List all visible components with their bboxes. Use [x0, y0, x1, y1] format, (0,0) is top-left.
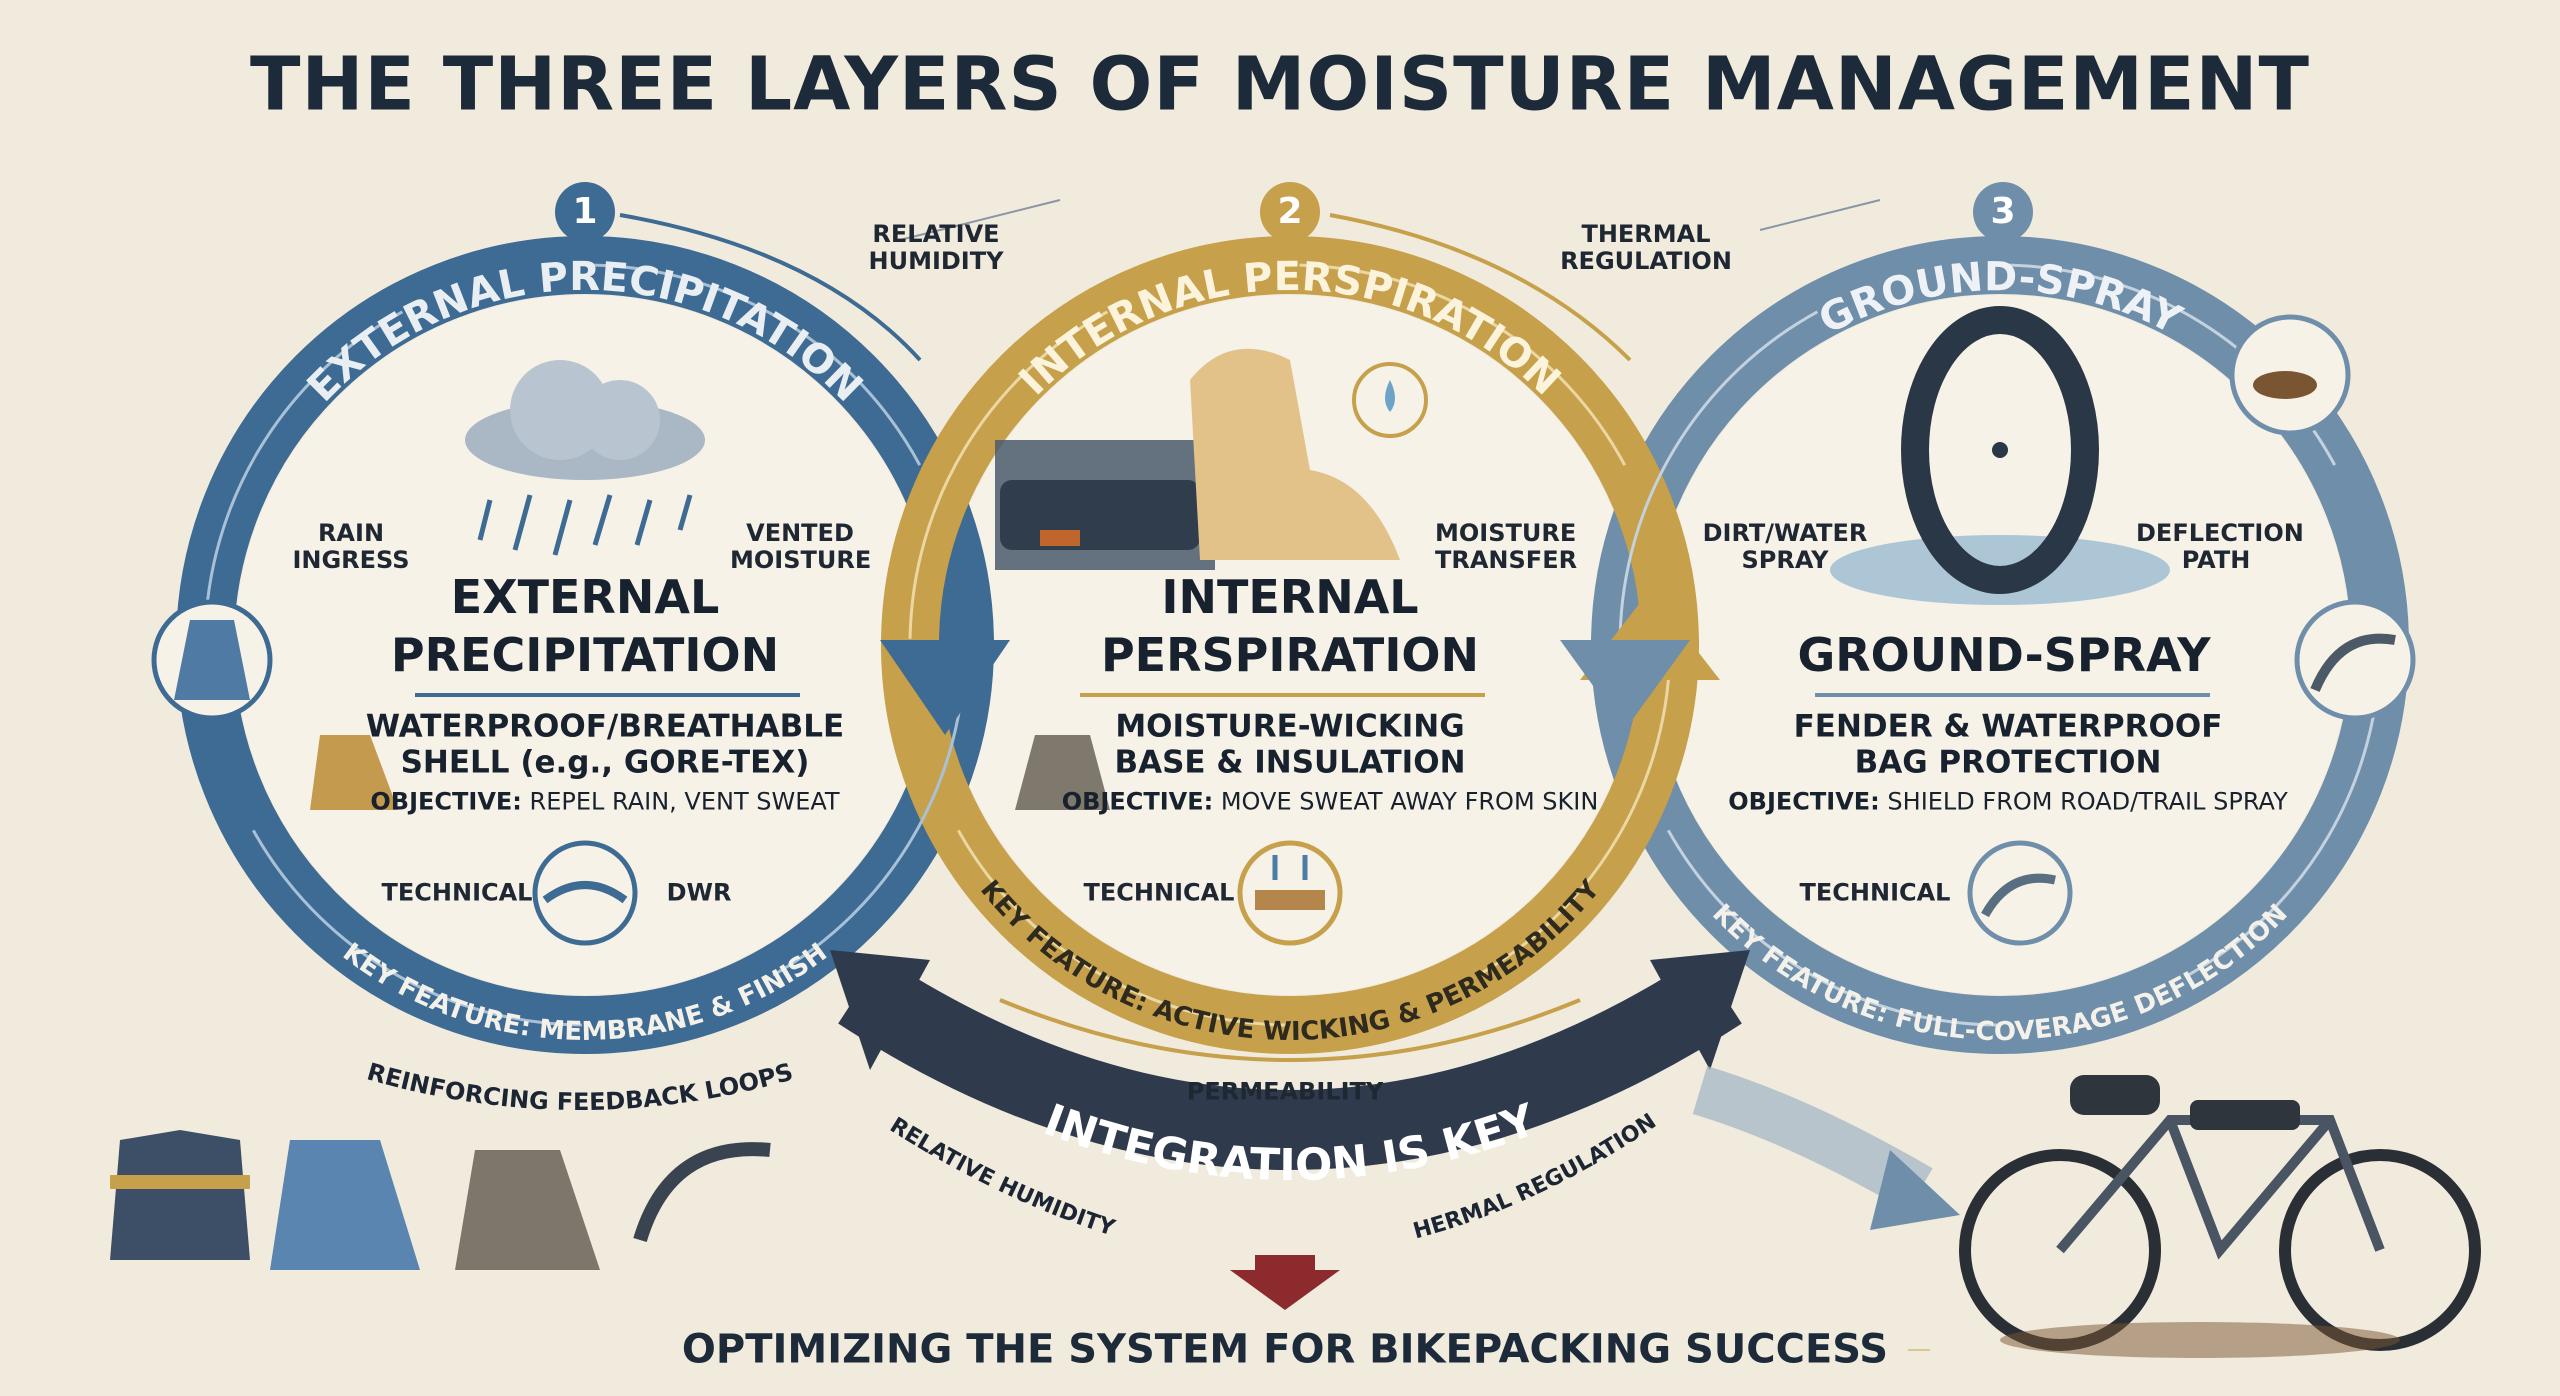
layer-2-sub-line1: MOISTURE-WICKING — [1115, 708, 1465, 745]
layer-3-heading: GROUND-SPRAY — [1797, 628, 2211, 683]
badge-1-number: 1 — [572, 190, 598, 232]
cycling-jersey-icon — [110, 1130, 250, 1260]
jersey-stripe — [110, 1175, 250, 1189]
objective-text: MOVE SWEAT AWAY FROM SKIN — [1220, 787, 1599, 816]
mud-splash-icon — [2229, 314, 2351, 436]
objective-text: REPEL RAIN, VENT SWEAT — [529, 787, 840, 816]
layer-2-heading-line1: INTERNAL — [1161, 570, 1419, 625]
fender-gear-icon — [633, 1142, 771, 1243]
layer-2-sub-line2: BASE & INSULATION — [1114, 744, 1466, 781]
down-arrow-icon — [1230, 1255, 1340, 1310]
shoulder-illustration — [1190, 348, 1428, 560]
rain-cloud-icon — [465, 360, 705, 556]
integration-arrowhead-left — [830, 950, 930, 1070]
badge-3 — [1973, 182, 2033, 242]
leader-line-1 — [899, 199, 1061, 241]
bikepacking-bike-illustration — [1959, 1075, 2481, 1358]
bike-pointer-arrowhead — [1870, 1150, 1960, 1230]
layer-1-objective: OBJECTIVE: REPEL RAIN, VENT SWEAT — [370, 787, 840, 816]
base-layer-icon — [1015, 735, 1110, 810]
layer-3-technical-label: TECHNICAL — [1799, 878, 1951, 907]
layer-3-sub-line2: BAG PROTECTION — [1854, 744, 2162, 781]
objective-label: OBJECTIVE: — [1728, 787, 1880, 816]
top-thermal-regulation: THERMAL REGULATION — [1560, 220, 1732, 275]
frame-bag-photo — [995, 440, 1215, 570]
layer-3-sub-line1: FENDER & WATERPROOF — [1793, 708, 2223, 745]
badge-3-number: 3 — [1990, 190, 2016, 232]
top-relative-humidity: RELATIVE HUMIDITY — [868, 220, 1004, 275]
layer-2-technical-label: TECHNICAL — [1083, 878, 1235, 907]
badge-2-number: 2 — [1277, 190, 1303, 232]
rain-ingress-label: RAIN INGRESS — [292, 519, 410, 574]
layer-2-objective: OBJECTIVE: MOVE SWEAT AWAY FROM SKIN — [1061, 787, 1599, 816]
badge-1 — [555, 182, 615, 242]
feedback-loops-label: REINFORCING FEEDBACK LOOPS — [364, 1058, 796, 1116]
jacket-icon — [151, 599, 273, 721]
dwr-label: DWR — [666, 878, 732, 907]
layer-1-panel — [235, 295, 935, 995]
connector-arrow-1 — [619, 213, 922, 362]
deflection-path-label: DEFLECTION PATH — [2136, 519, 2304, 574]
layer-1-heading-line1: EXTERNAL — [450, 570, 720, 625]
membrane-icon — [532, 840, 638, 946]
layer-1-technical-label: TECHNICAL — [381, 878, 533, 907]
vented-moisture-label: VENTED MOISTURE — [730, 519, 872, 574]
base-layer-garment-icon — [455, 1150, 600, 1270]
svg-text:REINFORCING FEEDBACK LOOPS: REINFORCING FEEDBACK LOOPS — [364, 1058, 796, 1116]
connector-arrow-2 — [1329, 213, 1632, 362]
layer-2-heading-line2: PERSPIRATION — [1100, 628, 1480, 683]
layer-3-panel — [1650, 295, 2350, 995]
wicking-fabric-icon — [1237, 840, 1343, 946]
integration-arrow — [838, 956, 1742, 1170]
arrowhead-ring-1 — [880, 640, 1010, 735]
permeability-label: PERMEABILITY — [1186, 1077, 1384, 1106]
layer-1-sub-line2: SHELL (e.g., GORE-TEX) — [400, 744, 810, 781]
leader-line-2 — [1759, 199, 1881, 231]
moisture-transfer-label: MOISTURE TRANSFER — [1435, 519, 1578, 574]
page-title: THE THREE LAYERS OF MOISTURE MANAGEMENT — [250, 41, 2310, 128]
dirt-water-spray-label: DIRT/WATER SPRAY — [1702, 519, 1868, 574]
shell-jacket-icon — [310, 735, 398, 810]
fender-spray-icon — [1967, 840, 2073, 946]
layer-1-sub-line1: WATERPROOF/BREATHABLE — [365, 708, 845, 745]
objective-text: SHIELD FROM ROAD/TRAIL SPRAY — [1887, 787, 2288, 816]
layer-1-heading-line2: PRECIPITATION — [390, 628, 780, 683]
tire-splash-icon — [1830, 306, 2170, 605]
layer-3-objective: OBJECTIVE: SHIELD FROM ROAD/TRAIL SPRAY — [1728, 787, 2288, 816]
arrowhead-ring-3 — [1560, 640, 1690, 730]
fender-icon — [2294, 599, 2416, 721]
integration-arrowhead-right — [1650, 950, 1750, 1070]
footer-title: OPTIMIZING THE SYSTEM FOR BIKEPACKING SU… — [661, 1327, 1909, 1373]
rain-jacket-icon — [270, 1140, 420, 1270]
objective-label: OBJECTIVE: — [370, 787, 522, 816]
permeability-arrow — [999, 998, 1581, 1062]
objective-label: OBJECTIVE: — [1061, 787, 1214, 816]
badge-2 — [1260, 182, 1320, 242]
